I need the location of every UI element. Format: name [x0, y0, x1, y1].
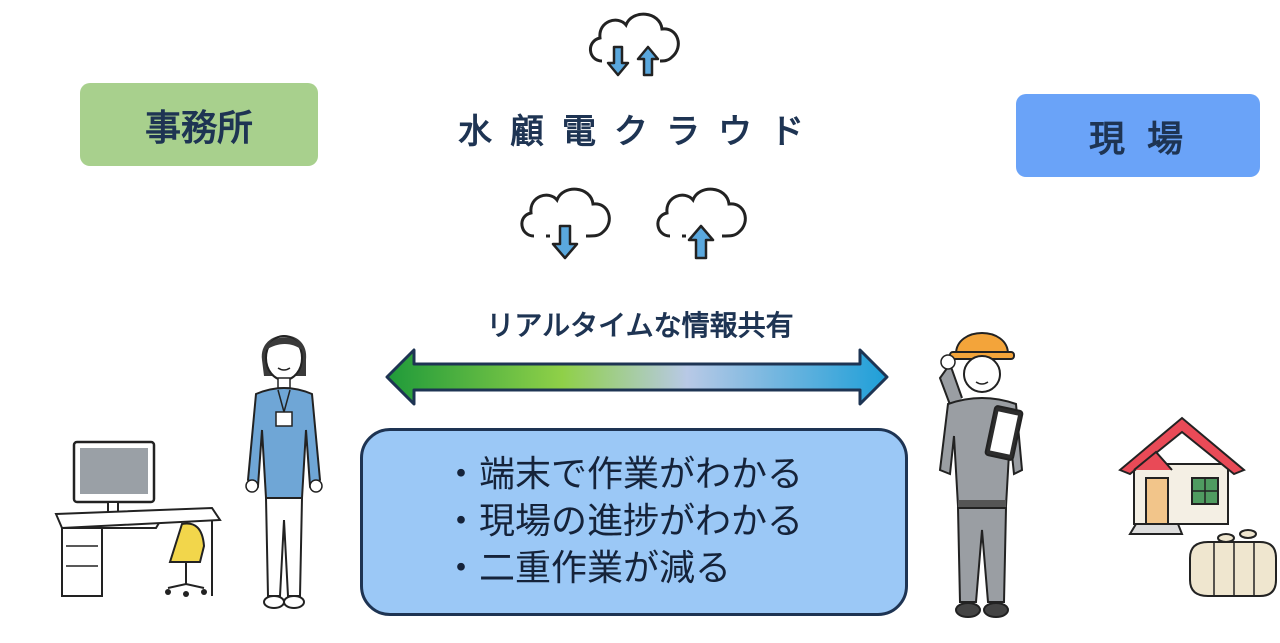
- benefit-item: ・現場の進捗がわかる: [443, 501, 804, 542]
- site-worker-illustration: [938, 332, 1024, 618]
- cloud-sync-icon: [589, 12, 680, 77]
- cloud-service-title: 水顧電クラウド: [458, 112, 822, 152]
- house-illustration: [1118, 416, 1246, 535]
- septic-tank-illustration: [1189, 529, 1277, 597]
- benefit-box: ・端末で作業がわかる ・現場の進捗がわかる ・二重作業が減る: [360, 428, 908, 616]
- realtime-share-label: リアルタイムな情報共有: [486, 309, 794, 342]
- benefit-item: ・端末で作業がわかる: [443, 454, 804, 495]
- office-worker-illustration: [245, 335, 323, 609]
- cloud-upload-icon: [656, 187, 747, 260]
- double-arrow-icon: [385, 348, 889, 406]
- desk-computer-illustration: [54, 440, 222, 597]
- site-label: 現場: [1016, 94, 1260, 177]
- benefit-item: ・二重作業が減る: [443, 548, 732, 589]
- cloud-download-icon: [520, 187, 611, 260]
- office-label: 事務所: [80, 83, 318, 166]
